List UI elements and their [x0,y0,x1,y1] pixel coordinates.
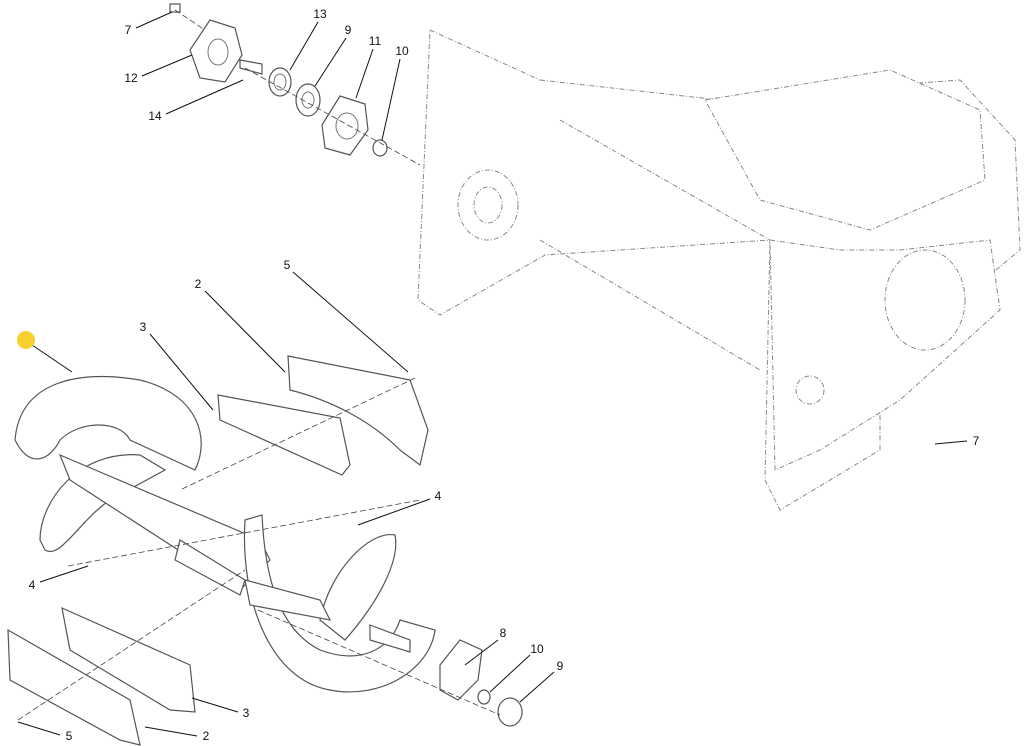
callout-8[interactable]: 8 [499,626,507,640]
callout-11[interactable]: 11 [368,34,382,48]
callout-5[interactable]: 5 [65,729,73,743]
callout-13[interactable]: 13 [313,7,327,21]
top-bearing-assembly [169,3,421,166]
callout-14[interactable]: 14 [148,109,162,123]
paddles [7,355,523,746]
selection-marker[interactable] [17,331,35,349]
callout-3[interactable]: 3 [242,706,250,720]
callout-9[interactable]: 9 [344,23,352,37]
callout-10[interactable]: 10 [395,44,409,58]
callout-12[interactable]: 12 [124,71,138,85]
callout-9[interactable]: 9 [556,659,564,673]
callout-7[interactable]: 7 [972,434,980,448]
callout-4[interactable]: 4 [28,578,36,592]
callout-10[interactable]: 10 [530,642,544,656]
callout-2[interactable]: 2 [202,729,210,743]
callout-5[interactable]: 5 [283,258,291,272]
auger-assembly [14,376,436,693]
callout-3[interactable]: 3 [139,320,147,334]
callout-4[interactable]: 4 [434,489,442,503]
callout-2[interactable]: 2 [194,277,202,291]
auger-housing-frame [417,29,1021,511]
callout-7[interactable]: 7 [124,23,132,37]
callout-leaders [17,11,968,737]
